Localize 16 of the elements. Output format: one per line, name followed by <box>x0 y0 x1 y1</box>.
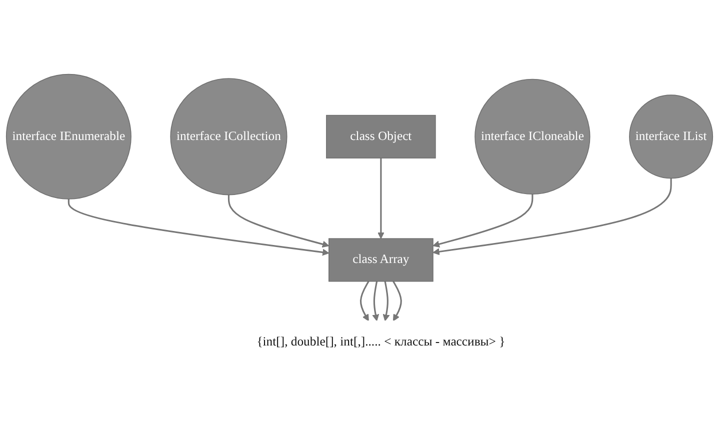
node-text: {int[], double[], int[,]..... < классы - массивы> } <box>256 335 506 349</box>
arrow <box>432 194 534 248</box>
node-box: class Object <box>326 114 436 158</box>
arrow <box>377 158 384 239</box>
arrow <box>372 281 380 322</box>
node-circle: interface IEnumerable <box>6 74 132 200</box>
arrow <box>68 199 330 256</box>
node-circle: interface ICollection <box>170 78 288 196</box>
node-circle: interface IList <box>629 94 714 179</box>
arrow <box>432 178 672 256</box>
node-box: class Array <box>328 238 434 282</box>
arrow <box>228 194 330 248</box>
node-circle: interface ICloneable <box>474 78 590 195</box>
arrow <box>392 280 402 322</box>
arrow <box>382 281 390 322</box>
arrow <box>360 280 370 322</box>
